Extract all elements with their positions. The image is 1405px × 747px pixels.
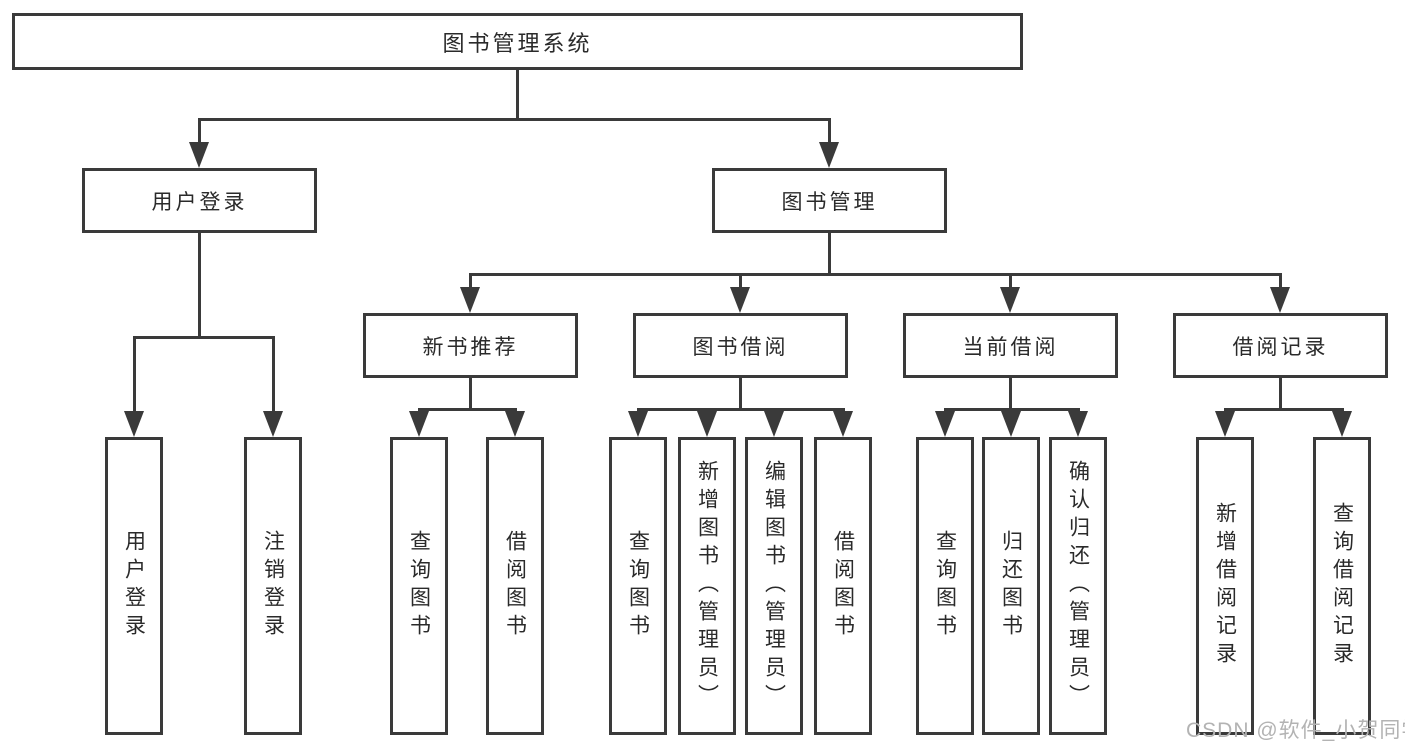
connector-book-borrow-bar (637, 408, 845, 411)
leaf-logout-label: 注销登录 (261, 530, 285, 642)
leaf-return-book-label: 归还图书 (999, 530, 1023, 642)
leaf-edit-book-admin-label: 编辑图书（管理员） (762, 460, 786, 712)
leaf-add-book-admin-label: 新增图书（管理员） (695, 460, 719, 712)
connector-root-bar (198, 118, 831, 121)
leaf-logout: 注销登录 (244, 437, 302, 735)
leaf-borrow-books: 借阅图书 (814, 437, 872, 735)
connector-root-stem (516, 69, 519, 121)
node-new-book-recommend: 新书推荐 (363, 313, 578, 378)
arrow-down-icon (124, 411, 144, 437)
connector-arrow-line-book-borrow (739, 273, 742, 291)
leaf-confirm-return-admin-label: 确认归还（管理员） (1066, 460, 1090, 712)
connector-current-borrow-stem (1009, 376, 1012, 410)
node-current-borrow: 当前借阅 (903, 313, 1118, 378)
leaf-query-books-borrow-label: 查询图书 (626, 530, 650, 642)
leaf-add-borrow-record: 新增借阅记录 (1196, 437, 1254, 735)
node-book-management-label: 图书管理 (781, 190, 878, 214)
arrow-down-icon (1270, 287, 1290, 313)
leaf-query-books-current-label: 查询图书 (933, 530, 957, 642)
node-book-borrow: 图书借阅 (633, 313, 848, 378)
connector-user-login-stem (198, 231, 201, 338)
connector-arrow-line-leaf-logout (272, 336, 275, 414)
leaf-borrow-books-label: 借阅图书 (831, 530, 855, 642)
leaf-return-book: 归还图书 (982, 437, 1040, 735)
connector-borrow-records-stem (1279, 376, 1282, 410)
leaf-edit-book-admin: 编辑图书（管理员） (745, 437, 803, 735)
leaf-add-borrow-record-label: 新增借阅记录 (1213, 502, 1237, 670)
node-book-borrow-label: 图书借阅 (692, 335, 789, 359)
arrow-down-icon (409, 411, 429, 437)
node-book-management: 图书管理 (712, 168, 947, 233)
arrow-down-icon (1332, 411, 1352, 437)
connector-arrow-line-user-login (198, 118, 201, 146)
arrow-down-icon (697, 411, 717, 437)
arrow-down-icon (1068, 411, 1088, 437)
arrow-down-icon (730, 287, 750, 313)
node-new-book-recommend-label: 新书推荐 (422, 335, 519, 359)
leaf-user-login: 用户登录 (105, 437, 163, 735)
connector-book-management-bar (469, 273, 1282, 276)
leaf-query-books-current: 查询图书 (916, 437, 974, 735)
leaf-query-books-recommend-label: 查询图书 (407, 530, 431, 642)
connector-arrow-line-leaf-user-login (133, 336, 136, 414)
arrow-down-icon (1000, 287, 1020, 313)
connector-arrow-line-book-management (828, 118, 831, 146)
connector-arrow-line-borrow-records (1279, 273, 1282, 291)
leaf-query-books-borrow: 查询图书 (609, 437, 667, 735)
connector-user-login-bar (133, 336, 275, 339)
arrow-down-icon (263, 411, 283, 437)
leaf-query-borrow-record: 查询借阅记录 (1313, 437, 1371, 735)
connector-current-borrow-bar (944, 408, 1080, 411)
node-user-login: 用户登录 (82, 168, 317, 233)
node-root: 图书管理系统 (12, 13, 1023, 70)
leaf-borrow-books-recommend-label: 借阅图书 (503, 530, 527, 642)
connector-arrow-line-new-book (469, 273, 472, 291)
arrow-down-icon (189, 142, 209, 168)
node-root-label: 图书管理系统 (442, 30, 593, 56)
node-borrow-records-label: 借阅记录 (1232, 335, 1329, 359)
connector-book-management-stem (828, 231, 831, 275)
arrow-down-icon (505, 411, 525, 437)
connector-borrow-records-bar (1224, 408, 1344, 411)
arrow-down-icon (460, 287, 480, 313)
leaf-user-login-label: 用户登录 (122, 530, 146, 642)
connector-arrow-line-current-borrow (1009, 273, 1012, 291)
node-user-login-label: 用户登录 (151, 190, 248, 214)
leaf-query-borrow-record-label: 查询借阅记录 (1330, 502, 1354, 670)
watermark: CSDN @软件_小贺同学 (1186, 719, 1405, 742)
arrow-down-icon (1215, 411, 1235, 437)
node-borrow-records: 借阅记录 (1173, 313, 1388, 378)
leaf-confirm-return-admin: 确认归还（管理员） (1049, 437, 1107, 735)
connector-new-book-bar (418, 408, 517, 411)
arrow-down-icon (764, 411, 784, 437)
node-current-borrow-label: 当前借阅 (962, 335, 1059, 359)
leaf-borrow-books-recommend: 借阅图书 (486, 437, 544, 735)
connector-book-borrow-stem (739, 376, 742, 410)
connector-new-book-stem (469, 376, 472, 410)
arrow-down-icon (819, 142, 839, 168)
leaf-add-book-admin: 新增图书（管理员） (678, 437, 736, 735)
arrow-down-icon (935, 411, 955, 437)
arrow-down-icon (833, 411, 853, 437)
arrow-down-icon (1001, 411, 1021, 437)
arrow-down-icon (628, 411, 648, 437)
leaf-query-books-recommend: 查询图书 (390, 437, 448, 735)
